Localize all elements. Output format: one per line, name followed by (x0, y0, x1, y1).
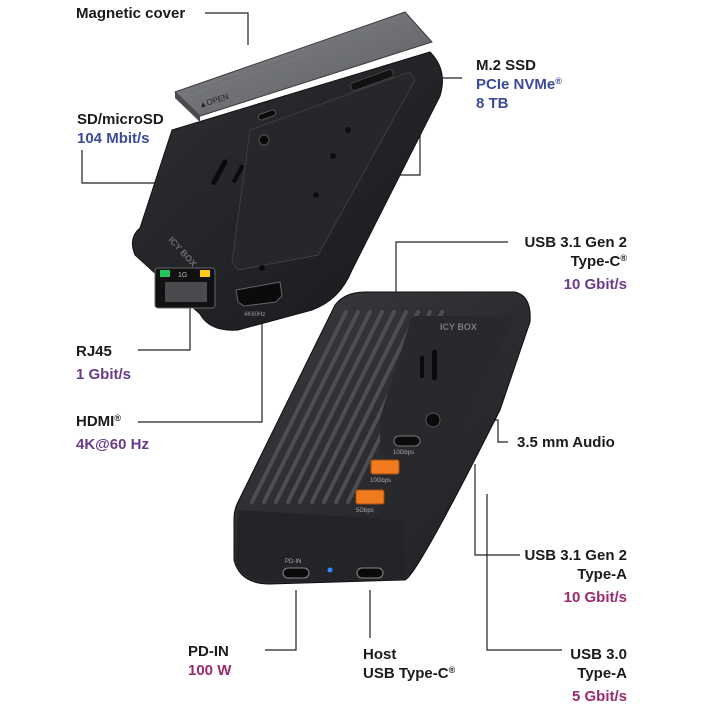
usbc-port-top (257, 109, 277, 121)
label-title: USB 3.0 (570, 646, 627, 663)
label-title: 3.5 mm Audio (517, 434, 615, 451)
hub-sd-slot (432, 350, 437, 380)
label-rj45: RJ45 1 Gbit/s (76, 342, 131, 384)
lan-led-green (160, 270, 170, 277)
leader-usba-gen2 (474, 464, 520, 556)
label-m2-ssd: M.2 SSD PCIe NVMe® 8 TB (476, 56, 562, 113)
leader-usba-30 (486, 494, 562, 651)
label-title: M.2 SSD (476, 57, 537, 74)
hub-ribs (250, 310, 444, 504)
status-led (327, 567, 333, 573)
hub-usba-30-marking: 5Gbps (356, 508, 374, 514)
leader-hdmi (138, 312, 263, 423)
label-value: 1 Gbit/s (76, 366, 132, 383)
label-title: USB 3.1 Gen 2 (524, 547, 627, 564)
label-title: SD/microSD (77, 111, 164, 128)
hub-front-face (236, 510, 404, 582)
hub-usba-gen2-port (370, 459, 400, 475)
label-value: 10 Gbit/s (563, 276, 627, 293)
ssd-dock-device: ICY BOX 1G 4K60Hz (131, 51, 443, 331)
hdmi-port (235, 281, 283, 307)
label-usba-30: USB 3.0 Type-A 5 Gbit/s (570, 645, 627, 706)
label-value: 100 W (188, 662, 232, 679)
label-title: Host (363, 646, 397, 663)
hub-usbc-port (393, 435, 421, 447)
lan-marking: 1G (178, 272, 187, 279)
label-usbc-gen2: USB 3.1 Gen 2 Type-C® 10 Gbit/s (524, 233, 627, 294)
label-audio: 3.5 mm Audio (517, 433, 615, 452)
lan-led-yellow (200, 270, 210, 277)
label-title: RJ45 (76, 343, 112, 360)
microsd-slot (232, 164, 244, 184)
label-value: 104 Mbit/s (77, 130, 150, 147)
brand-mark-hub: ICY BOX (440, 322, 477, 332)
hub-microsd-slot (420, 356, 424, 378)
label-host: Host USB Type-C® (363, 645, 455, 683)
cover-edge (175, 92, 200, 122)
hub-device: ICY BOX 10Gbps 10Gbps 5Gbps PD-IN (233, 291, 531, 585)
label-line2: Type-A (577, 566, 627, 583)
screw (330, 153, 336, 159)
screw (345, 127, 351, 133)
hub-port-panel (380, 316, 515, 520)
sd-slot (211, 159, 228, 186)
label-line2: PCIe NVMe® (476, 76, 562, 93)
label-title: USB 3.1 Gen 2 (524, 234, 627, 251)
label-line2: Type-A (577, 665, 627, 682)
label-line2: Type-C® (570, 253, 627, 270)
cover-ribs (189, 19, 421, 112)
label-pd-in: PD-IN 100 W (188, 642, 231, 680)
leader-rj45 (138, 300, 191, 351)
label-value: 8 TB (476, 95, 509, 112)
hdmi-marking: 4K60Hz (244, 312, 265, 318)
m2-slot (350, 68, 394, 92)
label-line2: USB Type-C® (363, 665, 456, 682)
leader-magnetic-cover (205, 12, 249, 45)
pd-in-port (282, 567, 310, 579)
small-hole (259, 265, 265, 271)
label-value: 5 Gbit/s (571, 688, 627, 705)
label-sd: SD/microSD 104 Mbit/s (77, 110, 164, 148)
hub-audio-jack (425, 412, 441, 428)
label-usba-gen2: USB 3.1 Gen 2 Type-A 10 Gbit/s (524, 546, 627, 607)
label-value: 4K@60 Hz (76, 436, 149, 453)
label-title: Magnetic cover (76, 5, 186, 22)
audio-jack-top (258, 134, 270, 146)
screw (313, 192, 319, 198)
ssd-bay (231, 71, 416, 271)
hub-usbc-marking: 10Gbps (393, 450, 414, 456)
rj45-socket (165, 282, 207, 302)
label-title: PD-IN (188, 643, 229, 660)
label-value: 10 Gbit/s (563, 589, 627, 606)
host-usbc-port (356, 567, 384, 579)
hub-usba-gen2-marking: 10Gbps (370, 478, 391, 484)
label-title: HDMI® (76, 413, 121, 430)
label-hdmi: HDMI® 4K@60 Hz (76, 412, 149, 454)
leader-sd (81, 150, 175, 184)
magnetic-cover: ▲OPEN (174, 11, 433, 122)
pd-in-marking: PD-IN (285, 559, 301, 565)
label-magnetic-cover: Magnetic cover (76, 4, 185, 23)
hub-usba-30-port (355, 489, 385, 505)
leader-pd-in (265, 590, 297, 651)
